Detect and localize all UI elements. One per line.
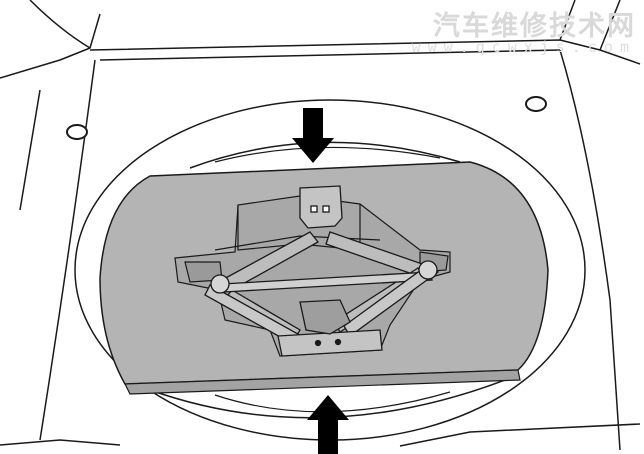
mounting-hole-left [66, 124, 88, 140]
mounting-hole-right [525, 96, 547, 112]
jack-pivot-right [418, 260, 438, 280]
jack-pivot-left [210, 274, 230, 294]
mounting-holes [66, 96, 547, 140]
arrow-bottom [307, 395, 349, 454]
storage-panel-edge [124, 369, 521, 395]
watermark-url: www.qcwxjs.com [411, 38, 636, 56]
scissor-jack [204, 185, 439, 357]
jack-top-bracket [299, 185, 343, 229]
jack-center-gear [299, 299, 351, 335]
jack-base [277, 329, 383, 357]
arrow-top [292, 108, 334, 163]
watermark-title: 汽车维修技术网 [433, 11, 636, 42]
